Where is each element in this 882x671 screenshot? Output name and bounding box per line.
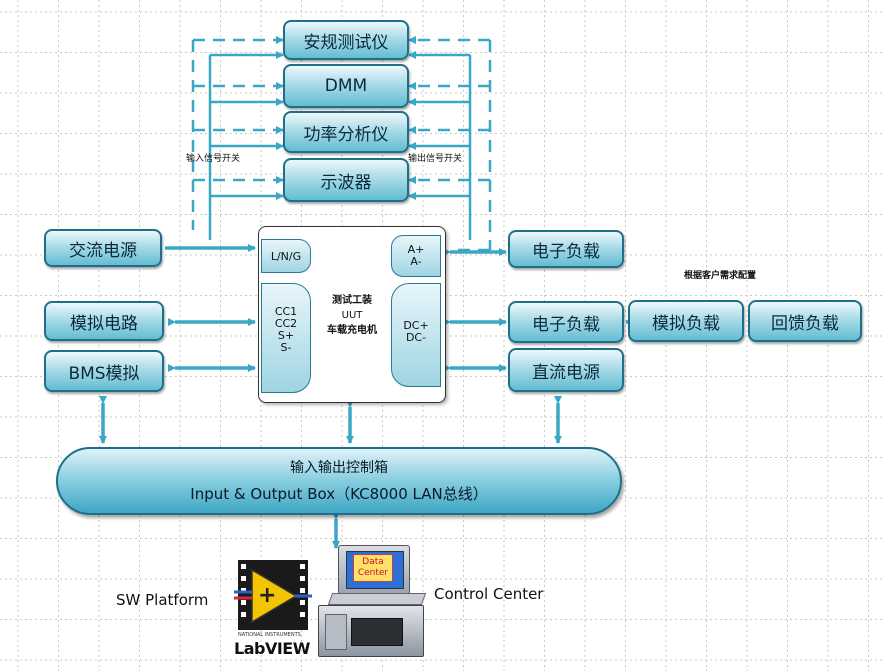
uut-title-line-1: 测试工装 (332, 295, 372, 306)
uut-title-line-3: 车载充电机 (327, 325, 377, 336)
sw-platform-label: SW Platform (116, 591, 209, 609)
eload-top-label: 电子负载 (532, 241, 600, 262)
cc-port: CC1 CC2 S+ S- (261, 283, 311, 393)
server-chassis (318, 605, 424, 657)
power-analyzer-box: 功率分析仪 (283, 111, 409, 153)
keyboard (327, 593, 427, 605)
s-minus-label: S- (280, 341, 292, 354)
dmm-box: DMM (283, 64, 409, 108)
cc1-label: CC1 (274, 305, 298, 318)
ac-source-box: 交流电源 (44, 229, 162, 267)
sim-load-label: 模拟负载 (652, 313, 720, 334)
ac-source-label: 交流电源 (69, 240, 137, 261)
svg-text:+: + (258, 583, 276, 608)
safety-tester-label: 安规测试仪 (303, 32, 389, 53)
safety-tester-box: 安规测试仪 (283, 20, 409, 60)
ni-text: NATIONAL INSTRUMENTS (238, 632, 301, 638)
dmm-label: DMM (324, 76, 368, 96)
dc-source-label: 直流电源 (532, 362, 600, 383)
dc-source-box: 直流电源 (508, 348, 624, 392)
uut-fixture-box: L/N/G CC1 CC2 S+ S- A+ A- DC+ DC- 测试工装 U… (258, 226, 446, 403)
lng-port: L/N/G (261, 239, 311, 273)
power-links (99, 244, 632, 549)
chassis-panel (325, 614, 347, 650)
screen-text-1: Data (362, 557, 384, 567)
dc-minus-label: DC- (405, 331, 427, 344)
oscilloscope-label: 示波器 (320, 172, 372, 193)
sim-load-box: 模拟负载 (628, 300, 744, 342)
bms-sim-label: BMS模拟 (68, 363, 140, 384)
regen-load-box: 回馈负载 (748, 300, 862, 342)
instrument-solid-links (208, 51, 472, 240)
analog-circuit-label: 模拟电路 (70, 313, 138, 334)
io-box-title-en: Input & Output Box（KC8000 LAN总线） (190, 485, 488, 503)
a-port: A+ A- (391, 235, 441, 277)
a-minus-label: A- (410, 255, 422, 268)
uut-title-line-2: UUT (341, 310, 363, 321)
input-signal-switch-label: 输入信号开关 (186, 154, 241, 164)
chassis-slot (351, 618, 403, 646)
monitor: Data Center (338, 545, 410, 595)
a-plus-label: A+ (407, 243, 425, 256)
regen-load-label: 回馈负载 (771, 313, 839, 334)
labview-icon: + (234, 560, 312, 630)
labview-text: LabVIEW (234, 639, 310, 658)
bms-sim-box: BMS模拟 (44, 350, 164, 392)
uut-title: 测试工装 UUT 车载充电机 (313, 293, 391, 338)
io-box-title-cn: 输入输出控制箱 (290, 460, 388, 476)
control-center-computer: Data Center (316, 545, 427, 660)
analog-circuit-box: 模拟电路 (44, 301, 164, 341)
dc-plus-label: DC+ (403, 319, 429, 332)
power-analyzer-label: 功率分析仪 (303, 124, 389, 145)
oscilloscope-box: 示波器 (283, 158, 409, 202)
cc2-label: CC2 (274, 317, 298, 330)
labview-logo: + NATIONAL INSTRUMENTS LabVIEW (234, 552, 312, 662)
eload-mid-box: 电子负载 (508, 301, 624, 343)
eload-mid-label: 电子负载 (532, 314, 600, 335)
control-center-label: Control Center (434, 585, 544, 603)
eload-top-box: 电子负载 (508, 230, 624, 268)
s-plus-label: S+ (277, 329, 295, 342)
optional-config-note: 根据客户需求配置 (684, 271, 757, 281)
io-control-box: 输入输出控制箱 Input & Output Box（KC8000 LAN总线） (56, 447, 622, 515)
dc-port: DC+ DC- (391, 283, 441, 387)
output-signal-switch-label: 输出信号开关 (408, 154, 463, 164)
screen-text-2: Center (357, 568, 389, 578)
monitor-screen: Data Center (346, 551, 404, 589)
screen-label: Data Center (353, 554, 393, 582)
lng-port-label: L/N/G (270, 250, 302, 263)
